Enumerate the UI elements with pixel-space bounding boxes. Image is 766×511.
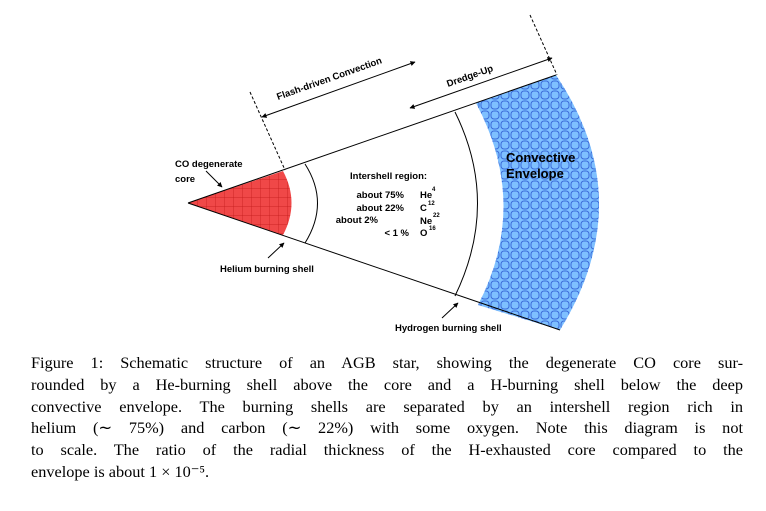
dashed-marker-surface: [529, 14, 558, 76]
wedge-lower-edge: [187, 202, 561, 331]
abundance-element: Ne: [420, 216, 432, 227]
abundance-element: He: [420, 190, 432, 201]
abundance-amount: about 75%: [356, 190, 404, 201]
hydrogen-shell-arc: [454, 111, 478, 297]
abundance-amount: about 2%: [336, 215, 379, 226]
intershell-composition: about 75% He 4 about 22% C 12 about 2% N…: [336, 187, 441, 239]
co-core: [188, 171, 292, 235]
abundance-mass: 4: [432, 187, 436, 193]
intershell-title: Intershell region:: [350, 171, 427, 182]
co-core-label-line1: CO degenerate: [175, 159, 243, 170]
caption-line: helium (∼ 75%) and carbon (∼ 22%) with s…: [31, 418, 743, 438]
helium-shell-label: Helium burning shell: [220, 264, 314, 275]
caption-line: to scale. The ratio of the radial thickn…: [31, 440, 743, 460]
hydrogen-shell-label: Hydrogen burning shell: [395, 323, 502, 334]
abundance-element: O: [420, 228, 427, 239]
hydrogen-shell-pointer-arrow: [441, 302, 459, 319]
helium-shell-arc: [304, 163, 318, 244]
co-core-label-line2: core: [175, 174, 195, 185]
abundance-amount: < 1 %: [384, 228, 409, 239]
co-core-pointer-arrow: [205, 170, 223, 188]
flash-convection-arrow: [261, 61, 416, 118]
helium-shell-pointer-arrow: [267, 242, 285, 259]
abundance-amount: about 22%: [356, 203, 404, 214]
dredge-up-arrow: [409, 57, 553, 109]
abundance-mass: 16: [429, 226, 436, 232]
agb-star-diagram: Flash-driven Convection Dredge-Up CO deg…: [175, 14, 600, 334]
caption-line: convective envelope. The burning shells …: [31, 396, 743, 416]
envelope-label-line2: Envelope: [506, 166, 564, 181]
caption-line: Figure 1: Schematic structure of an AGB …: [31, 353, 743, 372]
dredge-up-label: Dredge-Up: [445, 63, 495, 90]
figure-caption: Figure 1: Schematic structure of an AGB …: [31, 352, 743, 483]
envelope-label-line1: Convective: [506, 150, 575, 165]
abundance-mass: 12: [428, 201, 435, 207]
convective-envelope: [476, 75, 600, 330]
abundance-mass: 22: [433, 213, 440, 219]
dashed-marker-core: [249, 91, 286, 171]
caption-line: rounded by a He-burning shell above the …: [31, 374, 743, 394]
abundance-element: C: [420, 203, 427, 214]
caption-line: envelope is about 1 × 10⁻⁵.: [31, 461, 210, 481]
